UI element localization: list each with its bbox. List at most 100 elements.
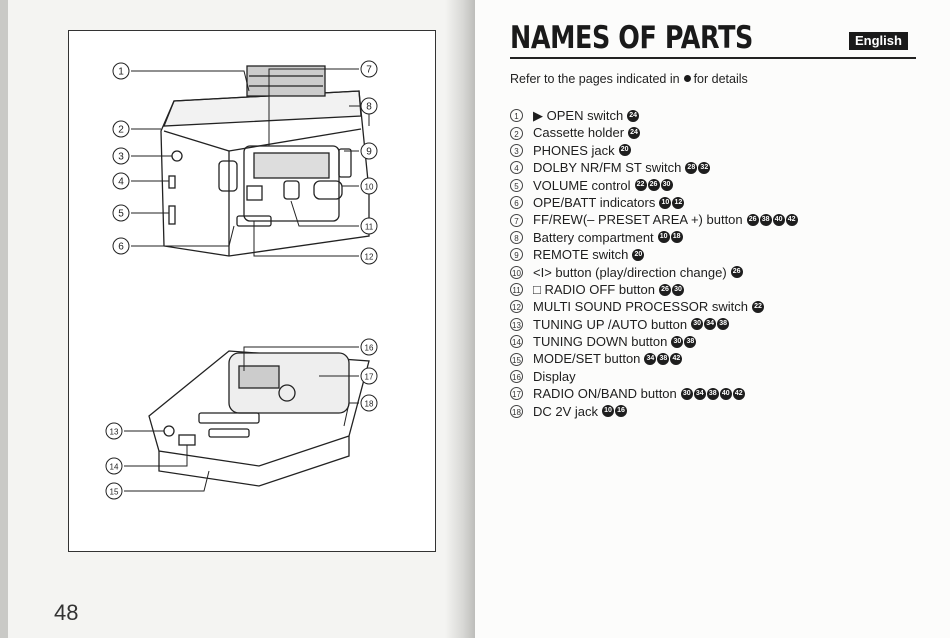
callout-2: 2: [112, 120, 130, 138]
page-reference-badge: 16: [615, 405, 628, 418]
part-label: ▶ OPEN switch: [533, 108, 624, 123]
part-number: 12: [510, 300, 523, 314]
page-reference-dot-icon: [683, 75, 691, 82]
page-references: 20: [632, 248, 645, 261]
svg-text:3: 3: [118, 152, 124, 163]
svg-text:6: 6: [118, 242, 124, 253]
part-label: Display: [533, 368, 576, 384]
page-reference-badge: 10: [657, 231, 670, 244]
page-reference-badge: 12: [672, 196, 685, 209]
page-reference-badge: 10: [659, 196, 672, 209]
callout-8: 8: [360, 97, 378, 115]
part-label: TUNING DOWN button: [533, 334, 668, 350]
svg-text:5: 5: [118, 209, 124, 220]
part-label: PHONES jack: [533, 142, 615, 158]
part-label: REMOTE switch: [533, 247, 629, 263]
title-underline: [510, 57, 916, 59]
page-reference-badge: 24: [628, 127, 641, 140]
part-number: 9: [510, 248, 523, 262]
page-reference-badge: 42: [732, 387, 745, 400]
cassette-player-illustration: 1 7 2 8 3 9 4 10 5 11 6 12 16 17 18 13 1…: [105, 60, 378, 500]
part-label: MODE/SET button: [533, 351, 641, 367]
page-reference-badge: 28: [685, 161, 698, 174]
callout-12: 12: [360, 247, 378, 265]
svg-text:16: 16: [365, 344, 374, 353]
part-label: DC 2V jack: [533, 403, 599, 419]
callout-6: 6: [112, 237, 130, 255]
page-reference-badge: 30: [671, 335, 684, 348]
callout-10: 10: [360, 177, 378, 195]
page-reference-badge: 30: [660, 179, 673, 192]
book-gutter: [445, 0, 475, 638]
part-label: TUNING UP /AUTO button: [533, 316, 688, 332]
page-number: 48: [54, 600, 79, 625]
svg-text:13: 13: [110, 428, 119, 437]
callout-14: 14: [105, 457, 123, 475]
svg-text:7: 7: [366, 65, 372, 76]
part-number: 7: [510, 213, 523, 227]
part-number: 1: [510, 109, 523, 123]
page-reference-badge: 22: [634, 179, 647, 192]
part-label: □ RADIO OFF button: [533, 281, 655, 297]
part-number: 4: [510, 161, 523, 175]
part-label: OPE/BATT indicators: [533, 194, 656, 210]
page-title: NAMES OF PARTS: [510, 20, 753, 56]
page-reference-badge: 20: [632, 248, 645, 261]
svg-text:9: 9: [366, 147, 372, 158]
part-number: 17: [510, 387, 523, 401]
page-reference-badge: 38: [717, 318, 730, 331]
callout-13: 13: [105, 422, 123, 440]
part-item: 10<I> button (play/direction change)26: [510, 264, 798, 281]
svg-text:1: 1: [118, 67, 124, 78]
part-label: <I> button (play/direction change): [533, 264, 727, 280]
part-number: 3: [510, 143, 523, 157]
page-reference-badge: 26: [659, 283, 671, 296]
callout-5: 5: [112, 204, 130, 222]
callout-17: 17: [360, 367, 378, 385]
callout-1: 1: [112, 62, 130, 80]
page-reference-badge: 34: [704, 318, 717, 331]
part-number: 8: [510, 230, 523, 244]
part-label: DOLBY NR/FM ST switch: [533, 160, 682, 176]
callout-18: 18: [360, 394, 378, 412]
page-reference-badge: 10: [602, 405, 615, 418]
language-badge: English: [849, 32, 908, 50]
page-reference-badge: 34: [693, 387, 706, 400]
callout-15: 15: [105, 482, 123, 500]
page-reference-badge: 26: [647, 179, 660, 192]
part-number: 13: [510, 317, 523, 331]
page-reference-badge: 20: [618, 144, 631, 157]
top-device-drawing: [160, 65, 370, 257]
page-reference-badge: 32: [698, 161, 711, 174]
page-reference-badge: 24: [627, 109, 640, 122]
page-references: 24: [627, 109, 640, 122]
part-number: 2: [510, 126, 523, 140]
svg-text:4: 4: [118, 177, 124, 188]
svg-text:14: 14: [110, 463, 119, 472]
page-reference-badge: 38: [706, 387, 719, 400]
